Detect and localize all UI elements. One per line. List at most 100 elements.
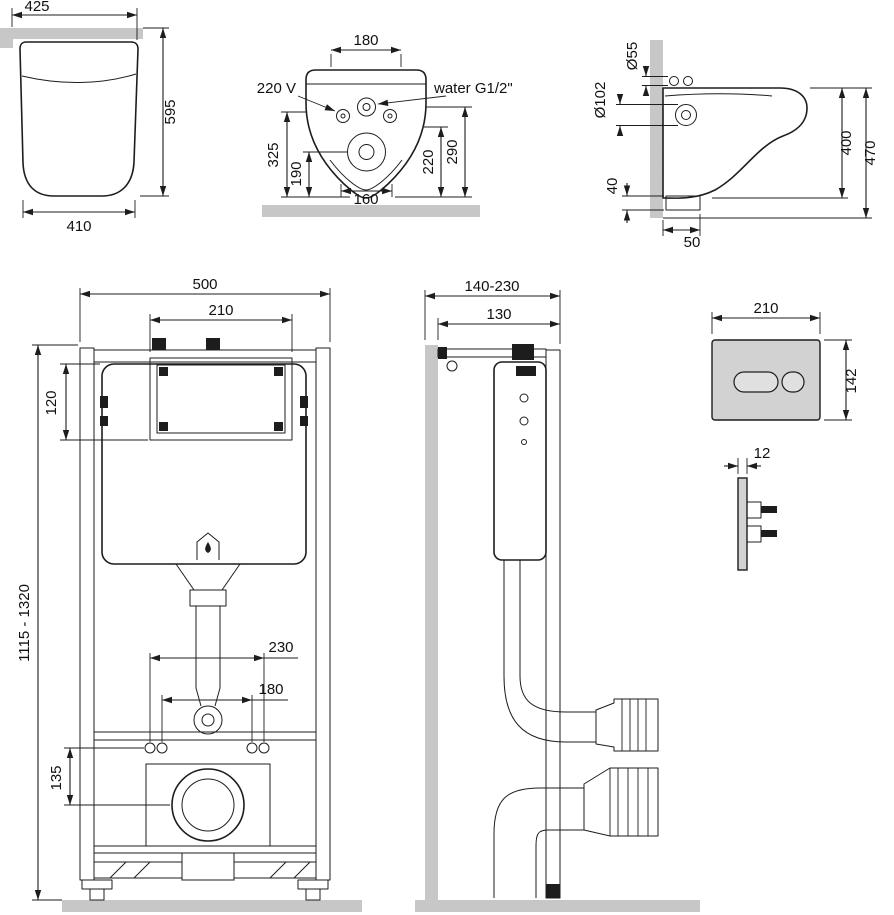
foot-right [305,888,321,901]
cistern-port-3 [521,439,527,445]
dim-410: 410 [22,200,136,235]
dim-label-depth-range: 140-230 [464,278,519,295]
seat-outline [19,41,139,197]
flush-bend [503,675,596,743]
dim-label-d55: Ø55 [624,42,641,70]
view-frame-front: 500 210 120 1115 - 1320 230 180 [16,276,362,912]
dim-label-595: 595 [162,99,179,124]
wall-anchor [438,347,447,359]
fixing-hole-1 [144,742,156,754]
inlet-stub-circle-2 [683,76,693,86]
opening-corner-3 [159,422,168,431]
dim-label-230: 230 [268,639,293,656]
wall-tab [0,39,13,48]
dim-190: 190 [288,151,347,197]
opening-corner-1 [159,367,168,376]
dim-230: 230 [149,639,298,742]
mechanism-bracket-2 [746,525,762,543]
access-opening-outer [149,357,293,441]
frame-rail-left [79,347,95,881]
floor-bar-left [62,900,362,912]
top-bracket-left [152,338,166,350]
elbow-flange-inner [201,713,215,727]
flush-connector-cone [595,698,659,752]
opening-corner-2 [274,367,283,376]
dim-label-325: 325 [265,142,282,167]
dim-135: 135 [48,747,170,806]
rim-detail-line [664,93,773,97]
bracket-clamp [512,344,534,360]
dim-label-410: 410 [66,218,91,235]
dim-label-plate-210: 210 [753,300,778,317]
dim-180-top: 180 [330,32,402,67]
cistern-port-2 [519,416,529,426]
drain-stub [665,195,701,211]
water-label: water G1/2" [433,80,513,97]
view-bowl-front: 220 V water G1/2" 180 325 190 160 [257,32,513,217]
dim-595: 595 [140,27,179,197]
drain-circle-inner [358,144,375,160]
inlet-stub-circle [669,76,679,86]
dim-label-40: 40 [604,178,621,195]
fixing-hole-3 [246,742,258,754]
water-inlet-center [362,103,371,111]
fixing-hole-2 [156,742,168,754]
dim-470: 470 [663,88,879,219]
dim-label-120: 120 [43,390,60,415]
dim-depth-range: 140-230 [424,278,561,344]
bolt-hole-left-center [340,113,346,119]
access-opening-inner [156,364,286,434]
bolt-hole-right-center [387,113,393,119]
cistern-clip-left-2 [100,416,108,426]
floor-bar [262,205,480,217]
foot-left-plate [81,879,113,890]
flush-button-large [733,371,779,393]
flush-valve-housing [196,532,220,560]
view-seat-side: 425 595 410 [0,0,179,235]
dim-d55: Ø55 [624,42,668,96]
dim-50: 50 [662,214,701,251]
dim-label-470: 470 [862,140,879,165]
dim-d102: Ø102 [592,82,678,136]
drain-circle [347,132,386,172]
bowl-outline [305,69,427,199]
dim-220: 220 [395,126,472,198]
dim-label-160: 160 [353,191,378,208]
rail-foot-block [546,884,560,898]
fixing-hole-4 [258,742,270,754]
dim-plate-12: 12 [724,445,770,474]
bolt-hole-right [383,109,397,123]
dim-plate-142: 142 [824,339,860,421]
callout-power: 220 V [257,80,336,112]
drain-outlet-inner [181,778,235,832]
dim-label-425: 425 [24,0,49,15]
floor-bar-middle [415,900,700,912]
dim-label-height-range: 1115 - 1320 [16,584,33,662]
mechanism-pin-2 [761,530,777,537]
dim-label-400: 400 [838,130,855,155]
dim-label-130: 130 [486,306,511,323]
seat-seam-line [21,73,137,84]
crossbar-hatch [109,861,311,879]
flush-plate-side-view [737,477,777,571]
pipe-collar [189,589,227,607]
dim-label-50: 50 [684,234,701,251]
foot-left [89,888,105,901]
cistern-clip-left-1 [100,396,108,408]
dim-label-190: 190 [288,161,305,186]
cistern-neck [175,563,241,591]
view-frame-side: 140-230 130 [415,278,700,912]
water-inlet-circle [357,97,376,117]
dim-label-500: 500 [192,276,217,293]
outlet-projection-circle [675,104,697,126]
dim-400: 400 [712,87,872,199]
opening-corner-4 [274,422,283,431]
dim-label-290: 290 [444,139,461,164]
dim-210-opening: 210 [149,302,293,352]
dim-130: 130 [437,306,560,340]
dim-label-plate-142: 142 [843,368,860,393]
cross-rail-lower [93,845,317,854]
water-valve [446,360,458,372]
drain-down-pipe [181,852,235,881]
